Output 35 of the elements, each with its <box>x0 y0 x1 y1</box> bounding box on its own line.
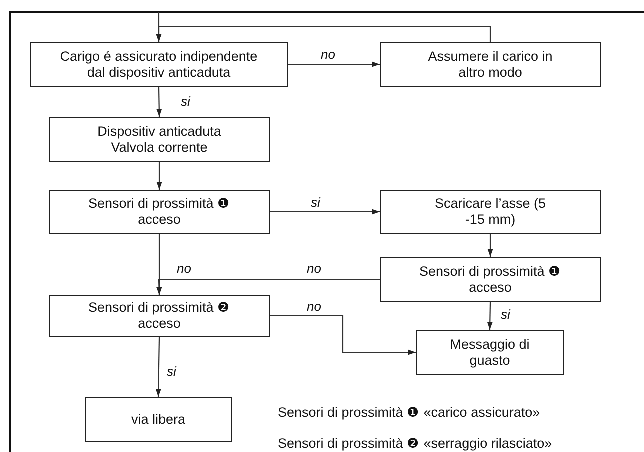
note-text: Sensori di prossimità ❶ «carico assicurato» <box>278 404 540 420</box>
arrow <box>156 26 492 42</box>
box-text: Sensori di prossimità ❶ acceso <box>87 196 232 228</box>
box-text: Assumere il carico in altro modo <box>427 48 554 80</box>
process-box <box>380 190 601 234</box>
box-text: Messaggio di guasto <box>449 336 531 368</box>
process-box <box>49 295 270 337</box>
process-box <box>49 190 270 234</box>
process-box <box>416 330 564 375</box>
arrow <box>288 62 380 68</box>
edge-label: si <box>310 196 322 210</box>
arrow <box>156 278 380 296</box>
edge-label: si <box>180 95 192 109</box>
arrow <box>156 234 162 295</box>
box-text: Scaricare l’asse (5 -15 mm) <box>434 196 548 228</box>
arrow <box>156 87 162 117</box>
process-box <box>49 117 270 162</box>
arrow <box>270 209 380 215</box>
box-text: Carigo é assicurato indipendente dal dispositiv anticaduta <box>59 48 259 80</box>
edge-label: si <box>500 308 512 322</box>
arrow <box>488 234 494 257</box>
process-box <box>380 42 601 87</box>
box-text: Sensori di prossimità ❶ acceso <box>418 264 563 296</box>
process-box <box>380 257 601 302</box>
box-text: Dispositiv anticaduta Valvola corrente <box>96 124 222 156</box>
box-text: via libera <box>130 412 187 428</box>
box-text: Sensori di prossimità ❷ acceso <box>87 300 232 332</box>
process-box <box>85 397 232 442</box>
note-text: Sensori di prossimità ❷ «serraggio rilasciato» <box>278 435 552 451</box>
arrow <box>270 315 416 356</box>
process-box <box>30 42 288 87</box>
arrow <box>487 302 493 330</box>
edge-label: si <box>166 365 178 379</box>
arrow <box>156 337 162 397</box>
arrow <box>156 162 162 190</box>
